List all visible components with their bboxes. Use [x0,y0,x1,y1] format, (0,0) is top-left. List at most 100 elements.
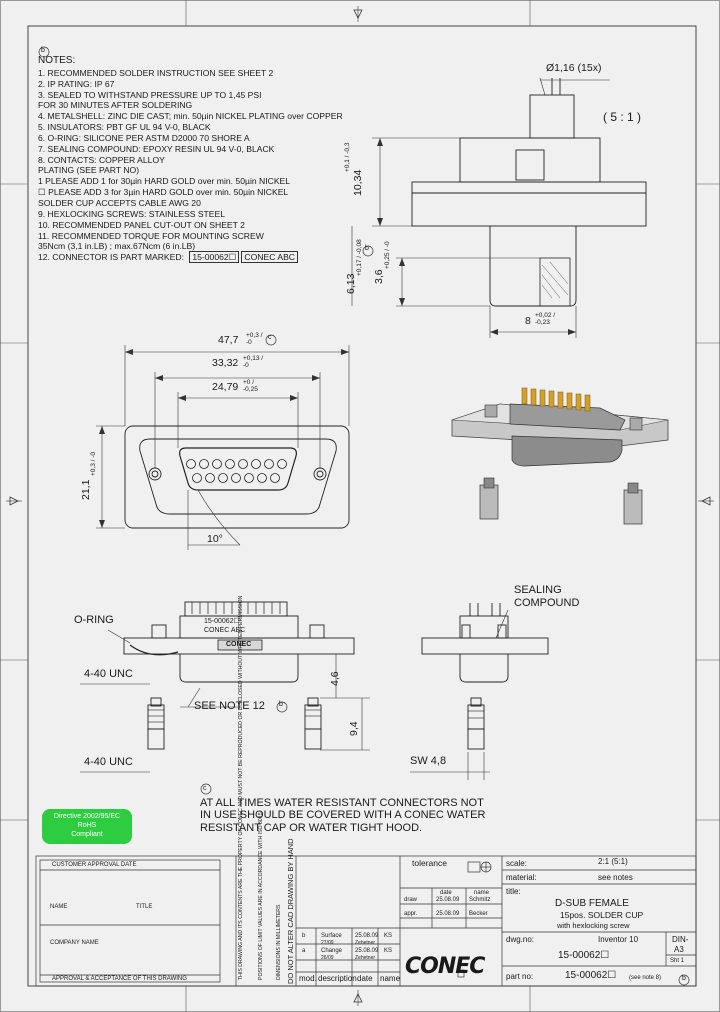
dim-height-46: 4,6 [329,671,341,686]
side-view-left [80,601,370,773]
dim-height-36-tol: +0,25 / -0 [384,241,391,269]
tb-row-appr: appr. [404,911,418,917]
tb-material-value: see notes [598,873,633,882]
dim-width-2479-tol: +0 / -0,25 [243,379,258,393]
note-line: PLATING (SEE PART NO) [38,165,140,176]
rev-marker-c-water [200,783,212,795]
dim-wrench-size: SW 4,8 [410,755,447,767]
dim-width-8-tol: +0,02 / -0,23 [535,312,556,326]
note-line: SOLDER CUP ACCEPTS CABLE AWG 20 [38,197,201,208]
rev-marker-b-detail [362,245,374,257]
rev-a-date: 25.08.09 [355,948,379,954]
rev-marker-b-part [678,974,690,986]
note-line: ☐ PLEASE ADD 3 for 3µin HARD GOLD over m… [38,187,289,198]
tb-appr-name: Becker [469,911,488,917]
dim-rev-b: b [365,245,369,252]
marking-logo: CONEC [226,641,252,648]
tb-scale-value: 2:1 (5:1) [598,857,628,866]
note-line: 2. IP RATING: IP 67 [38,78,115,89]
note-line: 4. METALSHELL: ZINC DIE CAST; min. 50µin… [38,111,343,122]
water-note-line: IN USE SHOULD BE COVERED WITH A CONEC WA… [200,809,486,822]
dim-width-477: 47,7 [218,334,239,346]
rev-a-mod: a [302,948,306,954]
tb-col-date: date [440,890,452,896]
dim-width-2479: 24,79 [212,381,239,393]
tb-name: NAME [50,904,68,910]
label-unc-bottom: 4-40 UNC [84,756,133,768]
dim-pin-diameter: Ø1,16 (15x) [546,62,602,74]
side-view-right [410,603,549,780]
notes-rev-marker: b [41,47,45,54]
front-view [96,345,350,550]
col-name: name [380,974,401,983]
rev-b-date: 25.08.09 [355,933,379,939]
tb-part-label: part no: [506,972,534,981]
tb-draw-date: 25.08.09 [436,897,460,903]
label-oring: O-RING [74,614,114,626]
rohs-directive: Directive 2002/95/EC [53,813,121,820]
rev-marker-b-notes [38,46,50,58]
rev-a-control: Zehetner [355,955,376,961]
tb-title-label: title: [506,887,521,896]
see-note-rev: b [279,701,283,708]
part-marking-number: 15-00062☐ [189,251,240,264]
note-line: 5. INSULATORS: PBT GF UL 94 V-0, BLACK [38,122,211,133]
note-line: 7. SEALING COMPOUND: EPOXY RESIN UL 94 V… [38,143,275,154]
tb-din: DIN- [672,935,689,944]
col-date: date [357,974,373,983]
tb-company: COMPANY NAME [50,940,99,946]
water-note-line: RESISTANT CAP OR WATER TIGHT HOOD. [200,821,423,834]
dim-height-1034-tol: +0,1 / -0,3 [344,142,351,172]
marking-part-number: 15-00062☐ [204,618,240,625]
tb-confidential: THIS DRAWING AND ITS CONTENTS ARE THE PR… [238,595,244,980]
tb-title-3: with hexlocking screw [557,921,630,930]
rev-marker-b-note12 [276,701,288,713]
rev-marker-c-width [265,334,277,346]
label-sealing: SEALING [514,584,562,596]
water-note-line: AT ALL TIMES WATER RESISTANT CONNECTORS … [200,797,484,809]
note-line: 35Ncm (3,1 in.LB) ; max.67Ncm (6 in.LB) [38,241,196,252]
note-line: 9. HEXLOCKING SCREWS: STAINLESS STEEL [38,208,226,219]
tb-appr-date: 25.08.09 [436,911,460,917]
tb-material-label: material: [506,873,537,882]
dim-width-8: 8 [525,315,531,327]
tb-title-2: 15pos. SOLDER CUP [560,910,644,920]
col-description: description [318,974,357,983]
rev-a-name: KS [384,948,393,954]
conec-logo: CONEC [405,954,485,979]
label-compound: COMPOUND [514,597,580,609]
dim-width-3332: 33,32 [212,357,239,369]
note-line: 1 PLEASE ADD 1 for 30µin HARD GOLD over … [38,176,291,187]
tb-title: TITLE [136,904,153,910]
dim-angle: 10° [207,533,223,545]
col-mod: mod. [299,974,317,983]
rev-b-mod: b [302,933,306,939]
detail-scale: ( 5 : 1 ) [603,110,642,124]
rev-b-control: Zehetner [355,940,376,946]
tb-part-value: 15-00062☐ [565,970,617,981]
rev-b-name: KS [384,933,393,939]
dim-height-613: 6,13 [345,273,357,294]
tb-din-size: A3 [674,945,684,954]
tb-do-not-alter: DO NOT ALTER CAD DRAWING BY HAND [286,838,295,984]
rohs-compliant: Compliant [71,831,103,838]
dim-rev-c: c [268,334,272,341]
dim-width-3332-tol: +0,13 / -0 [243,355,264,369]
title-block [35,855,697,987]
customer-approval-date: CUSTOMER APPROVAL DATE [52,862,137,868]
rohs-badge: Directive 2002/95/EC RoHS Compliant [42,809,132,844]
tb-dwg-number: 15-00062☐ [558,950,610,961]
rev-a-number: 26/09 [321,955,334,961]
tb-dimensions-note: DIMENSIONS IN MILLIMETERS [276,904,282,980]
rev-b-number: 27/09 [321,940,334,946]
notes-block: b NOTES: 1. RECOMMENDED SOLDER INSTRUCTI… [38,46,343,264]
tb-row-draw: draw [404,897,418,903]
note-line: 3. SEALED TO WITHSTAND PRESSURE UP TO 1,… [38,89,262,100]
dim-height-211-tol: +0,3 / -0 [90,451,97,476]
dim-height-94: 9,4 [348,721,360,736]
note-line: FOR 30 MINUTES AFTER SOLDERING [38,100,193,111]
rev-a-desc: Change [321,948,343,954]
tb-approval-acceptance: APPROVAL & ACCEPTANCE OF THIS DRAWING [52,976,187,982]
tb-part-rev: b [682,975,686,982]
dim-height-36: 3,6 [373,269,385,284]
